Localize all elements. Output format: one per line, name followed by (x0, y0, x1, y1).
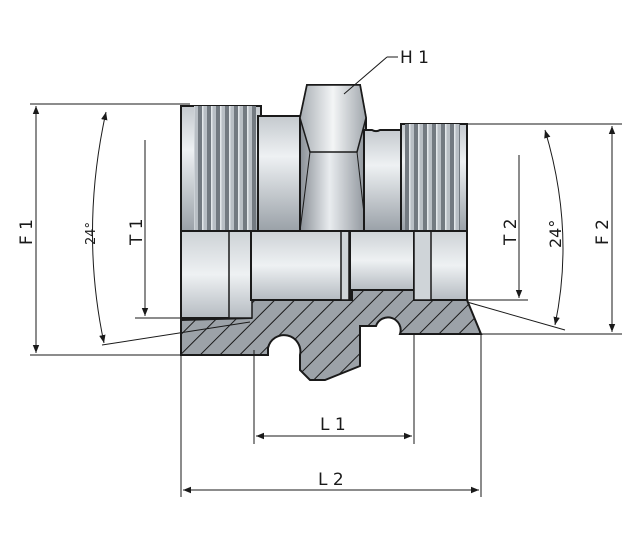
bore-right (349, 230, 416, 291)
left-thread (194, 106, 256, 231)
bore-groove-left (228, 230, 253, 319)
bore-center (250, 230, 351, 301)
exterior-view (180, 84, 468, 232)
neck-left (257, 115, 303, 232)
label-f1: F 1 (17, 219, 37, 245)
hex-cap (299, 84, 367, 153)
label-t1: T 1 (127, 218, 147, 246)
bore-mid (340, 230, 350, 301)
bore-groove-right (413, 230, 432, 301)
dimensions (30, 56, 622, 497)
label-h1: H 1 (400, 48, 429, 68)
label-f2: F 2 (593, 219, 613, 245)
label-angle-right: 24° (546, 220, 565, 248)
label-t2: T 2 (501, 218, 521, 246)
label-l2: L 2 (318, 470, 344, 490)
labels: H 1 F 1 T 1 24° T 2 24° F 2 L 1 L 2 (17, 48, 613, 490)
right-thread (405, 124, 460, 231)
neck-right (363, 129, 403, 232)
label-angle-left: 24° (84, 222, 99, 245)
label-l1: L 1 (320, 415, 346, 435)
section-view (180, 230, 483, 381)
section-hatch (180, 289, 483, 381)
